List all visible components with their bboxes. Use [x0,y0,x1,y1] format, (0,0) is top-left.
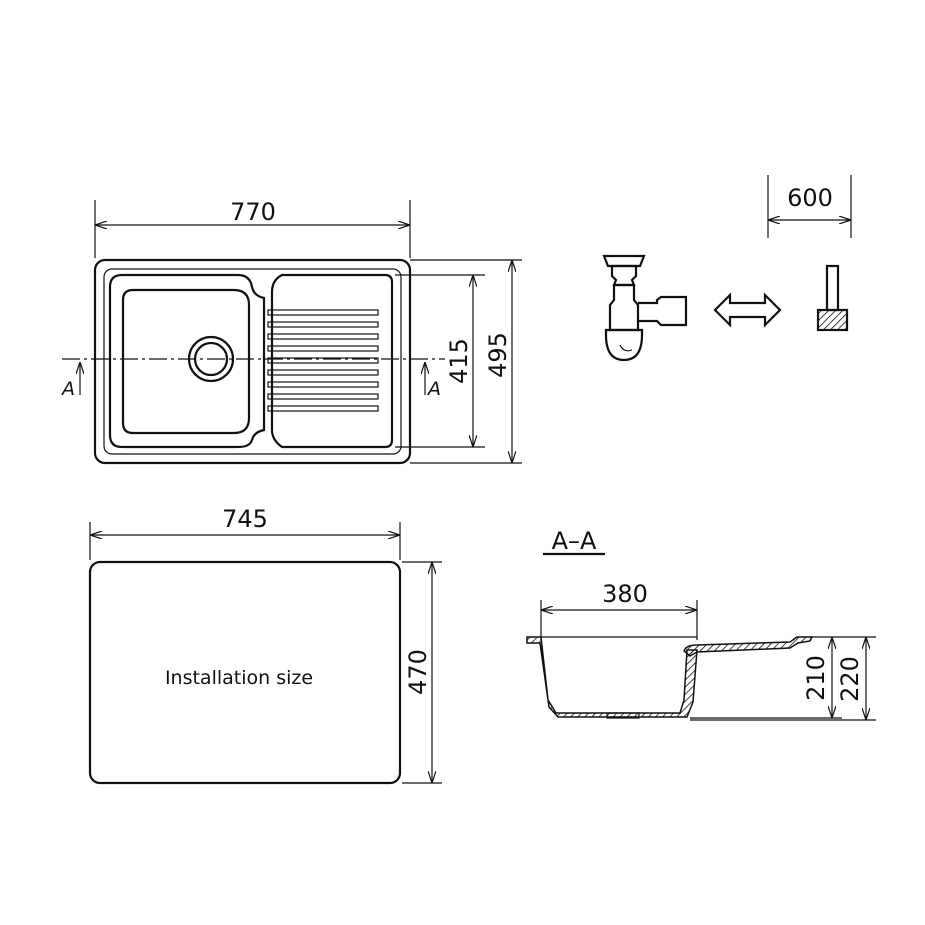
installation-caption: Installation size [165,667,313,689]
section-mark-right: A [426,378,441,400]
cabinet-icon [816,264,849,332]
siphon-icon [602,254,688,362]
width-label: 770 [230,198,276,226]
double-arrow-icon [713,292,782,328]
cutout-width-label: 745 [222,505,268,533]
installation-cutout [88,560,402,785]
sink-outline [93,258,412,465]
sink-rim [103,268,402,455]
cabinet-width-label: 600 [787,184,833,212]
bowl-width-label: 380 [602,580,648,608]
bowl-inner [121,288,251,435]
section-profile [526,636,814,719]
sink-top-view: A A 770 415 495 [60,198,522,465]
bowl-height-label: 415 [445,338,473,384]
bowl-outer [108,273,266,449]
section-mark-left: A [60,378,75,400]
total-depth-label: 220 [836,656,864,702]
drainer-grooves [267,309,379,412]
height-label: 495 [484,332,512,378]
depth-label: 210 [802,655,830,701]
cutout-height-label: 470 [404,649,432,695]
section-title: A–A [552,527,597,555]
drainer-outline [270,273,394,449]
